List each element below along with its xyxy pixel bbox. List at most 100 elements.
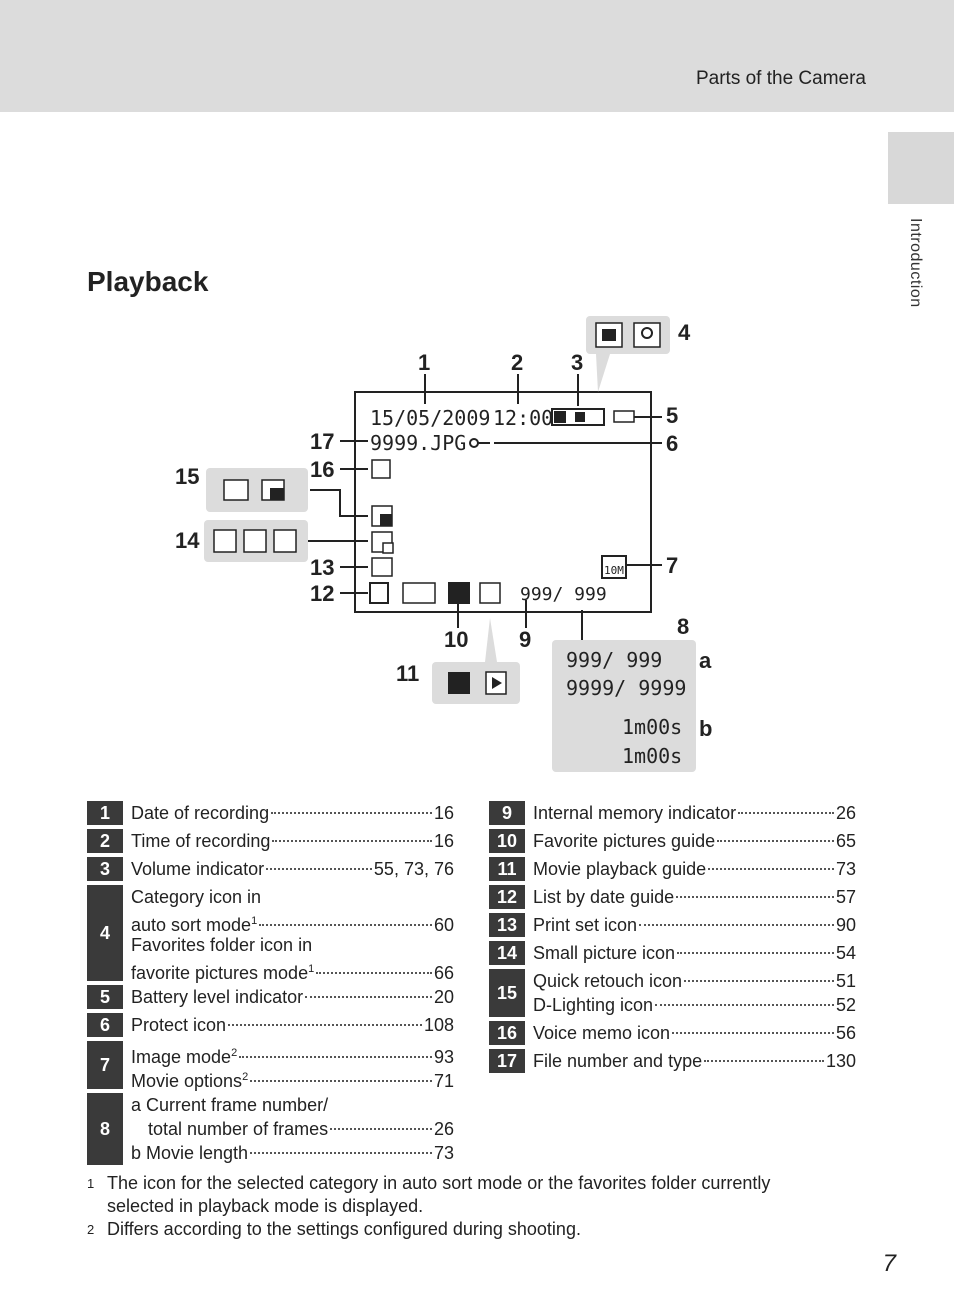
legend-label: a Current frame number/ — [131, 1095, 329, 1115]
screen-file: 9999.JPG — [370, 431, 466, 455]
legend-label: Date of recording — [131, 803, 270, 823]
legend-page: 60 — [433, 915, 454, 935]
auto-sort-category-icon — [595, 322, 623, 348]
date-guide-icon — [402, 582, 436, 604]
legend-label: Internal memory indicator — [533, 803, 737, 823]
legend-page: 90 — [835, 915, 856, 935]
callout-3: 3 — [571, 350, 584, 375]
legend-page: 26 — [433, 1119, 454, 1139]
page-number: 7 — [882, 1250, 896, 1277]
legend-page: 20 — [433, 987, 454, 1007]
small-picture-icon-1 — [213, 529, 237, 553]
legend-label: auto sort mode1 — [131, 915, 258, 935]
movie-guide-panel — [432, 662, 520, 704]
callout-13: 13 — [310, 555, 335, 580]
legend-label: List by date guide — [533, 887, 675, 907]
category-panel-pointer — [596, 354, 610, 392]
legend-number: 8 — [87, 1093, 123, 1165]
callout-6: 6 — [666, 431, 679, 456]
legend-page: 16 — [433, 831, 454, 851]
list-by-date-icon — [369, 582, 389, 604]
legend-description: Small picture icon 54 — [525, 941, 856, 965]
legend-row: 2 Time of recording 16 — [87, 829, 454, 853]
legend-description: Movie playback guide 73 — [525, 857, 856, 881]
image-mode-icon — [601, 555, 627, 579]
legend-label: b Movie length — [131, 1143, 249, 1163]
page-heading: Playback — [87, 266, 209, 297]
playback-screen-diagram: 15/05/2009 12:00 9999.JPG 999/ 999 10M 9… — [0, 300, 954, 790]
legend-number: 12 — [489, 885, 525, 909]
legend-page: 54 — [835, 943, 856, 963]
legend-description: Protect icon 108 — [123, 1013, 454, 1037]
legend-page: 55, 73, 76 — [373, 859, 454, 879]
legend-label: Protect icon — [131, 1015, 227, 1035]
legend-page: 73 — [835, 859, 856, 879]
legend-number: 9 — [489, 801, 525, 825]
callout-7: 7 — [666, 553, 679, 578]
legend-label: Battery level indicator — [131, 987, 304, 1007]
callout-15: 15 — [175, 464, 200, 489]
legend-number: 5 — [87, 985, 123, 1009]
callout-8: 8 — [677, 614, 690, 639]
legend-label: Favorites folder icon in — [131, 935, 313, 955]
legend-page: 73 — [433, 1143, 454, 1163]
callout-b: b — [699, 716, 713, 741]
movie-guide-pointer — [485, 618, 497, 662]
legend-number: 3 — [87, 857, 123, 881]
legend-page: 71 — [433, 1071, 454, 1091]
legend-number: 1 — [87, 801, 123, 825]
legend-page: 16 — [433, 803, 454, 823]
chapter-tab — [888, 132, 954, 204]
legend-number: 2 — [87, 829, 123, 853]
header-band — [0, 0, 954, 112]
legend-number: 14 — [489, 941, 525, 965]
callout-1: 1 — [418, 350, 431, 375]
panel-frame-card: 9999/ 9999 — [566, 676, 686, 700]
callout-lines — [308, 374, 662, 640]
footnote-text: The icon for the selected category in au… — [107, 1173, 771, 1216]
legend-number: 15 — [489, 969, 525, 1017]
section-title: Parts of the Camera — [695, 68, 866, 89]
legend-description: Battery level indicator 20 — [123, 985, 454, 1009]
legend-row: 12 List by date guide 57 — [489, 885, 856, 909]
callout-a: a — [699, 648, 712, 673]
screen-date: 15/05/2009 — [370, 406, 490, 430]
favorite-guide-icon — [479, 582, 501, 604]
screen-illustration: 15/05/2009 12:00 9999.JPG 999/ 999 10M 9… — [204, 316, 696, 772]
ok-button-icon-movie — [448, 672, 470, 694]
print-set-icon — [371, 557, 393, 577]
legend-row: 5 Battery level indicator 20 — [87, 985, 454, 1009]
legend-label: Small picture icon — [533, 943, 676, 963]
callout-14: 14 — [175, 528, 200, 553]
legend-description: Date of recording 16 — [123, 801, 454, 825]
small-picture-icon-2 — [243, 529, 267, 553]
legend-number: 16 — [489, 1021, 525, 1045]
legend-label: Time of recording — [131, 831, 271, 851]
legend-number: 4 — [87, 885, 123, 981]
legend-label: total number of frames — [148, 1119, 329, 1139]
screen-counter: 999/ 999 — [520, 584, 607, 605]
footnote-text: Differs according to the settings config… — [107, 1219, 581, 1239]
legend-page: 57 — [835, 887, 856, 907]
legend-page: 108 — [423, 1015, 454, 1035]
legend-table-left: 1 Date of recording 16 2 Time of recording 16… — [87, 797, 454, 1169]
panel-frame-internal: 999/ 999 — [566, 648, 662, 672]
legend-description: Time of recording 16 — [123, 829, 454, 853]
legend-label: Movie playback guide — [533, 859, 707, 879]
screen-image-mode: 10M — [604, 564, 624, 577]
legend-label: Quick retouch icon — [533, 971, 683, 991]
legend-label: Voice memo icon — [533, 1023, 671, 1043]
